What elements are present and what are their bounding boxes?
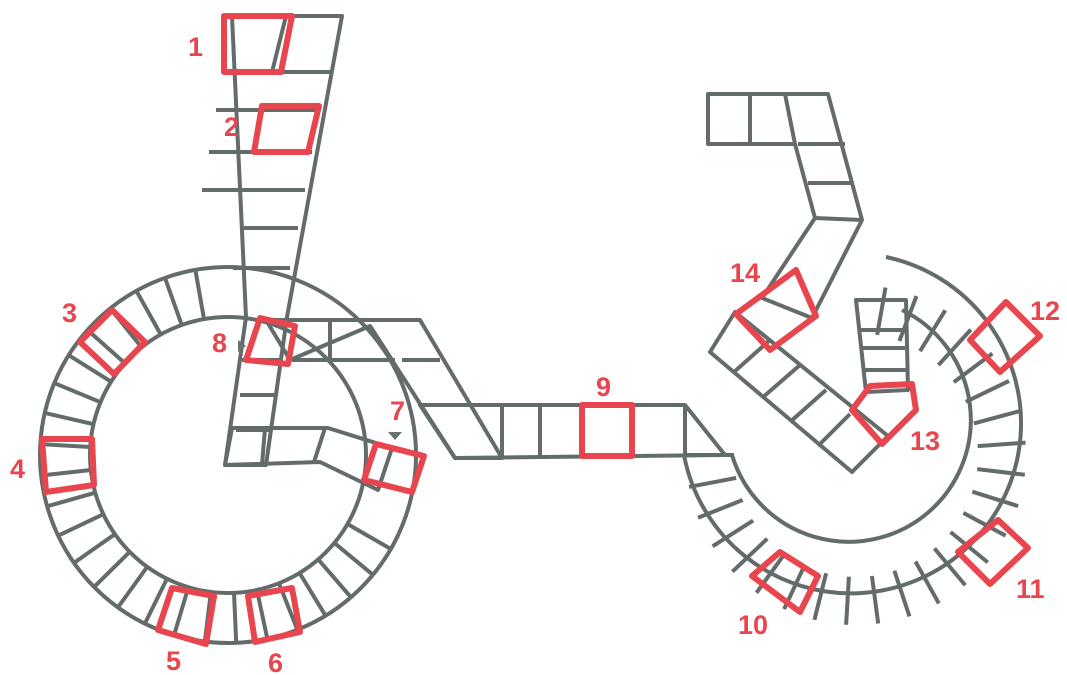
- wheel-cell-divider: [174, 587, 188, 635]
- wheel-cell-divider: [40, 444, 90, 447]
- wheel-cell-divider: [165, 278, 182, 325]
- wheel-cell-divider: [234, 593, 236, 643]
- wheel-cell-divider: [257, 590, 267, 639]
- number-label-4: 4: [10, 454, 25, 484]
- wheel-cell-divider: [348, 524, 391, 549]
- wheel-cell-divider: [41, 470, 91, 475]
- wheel-cell-divider: [966, 381, 1009, 402]
- number-label-2: 2: [224, 112, 239, 142]
- wheel-cell-divider: [894, 571, 909, 617]
- wheel-cell-divider: [689, 478, 736, 487]
- seat-post-column: [202, 16, 342, 465]
- wheel-cell-divider: [713, 521, 753, 547]
- number-label-3: 3: [62, 298, 77, 328]
- wheel-cell-divider: [195, 270, 204, 319]
- middle-bar-row: [420, 405, 725, 458]
- number-label-1: 1: [188, 32, 203, 62]
- wheel-cell-divider: [915, 562, 938, 604]
- number-label-9: 9: [596, 372, 611, 402]
- number-label-13: 13: [910, 426, 940, 456]
- top-tube-and-down-tube: [266, 320, 502, 458]
- number-label-11: 11: [1016, 574, 1045, 604]
- number-label-10: 10: [738, 610, 768, 640]
- wheel-cell-divider: [47, 493, 95, 507]
- wheel-cell-divider: [54, 383, 100, 402]
- wheel-cell-divider: [974, 411, 1020, 423]
- wheel-cell-divider: [972, 492, 1018, 506]
- wheel-cell-divider: [118, 567, 147, 608]
- wheel-cell-divider: [318, 559, 351, 597]
- number-label-8: 8: [212, 328, 227, 358]
- pointer-arrow-7: [388, 432, 402, 440]
- wheel-cell-divider: [58, 514, 103, 535]
- number-label-14: 14: [730, 258, 760, 288]
- wheel-cell-divider: [136, 291, 160, 335]
- wheel-cell-divider: [94, 552, 130, 587]
- wheel-cell-divider: [300, 573, 326, 616]
- marked-square-2: [254, 106, 319, 152]
- number-label-7: 7: [390, 396, 405, 426]
- wheel-cell-divider: [877, 288, 885, 335]
- wheel-cell-divider: [977, 469, 1025, 475]
- number-label-5: 5: [166, 646, 181, 675]
- wheel-cell-divider: [74, 534, 115, 563]
- number-label-12: 12: [1030, 296, 1060, 326]
- wheel-cell-divider: [45, 413, 94, 424]
- wheel-cell-divider: [846, 577, 849, 625]
- marked-square-9: [582, 405, 632, 456]
- number-label-6: 6: [268, 648, 283, 675]
- wheel-cell-divider: [334, 543, 373, 575]
- wheel-cell-divider: [920, 310, 945, 351]
- wheel-cell-divider: [872, 576, 878, 624]
